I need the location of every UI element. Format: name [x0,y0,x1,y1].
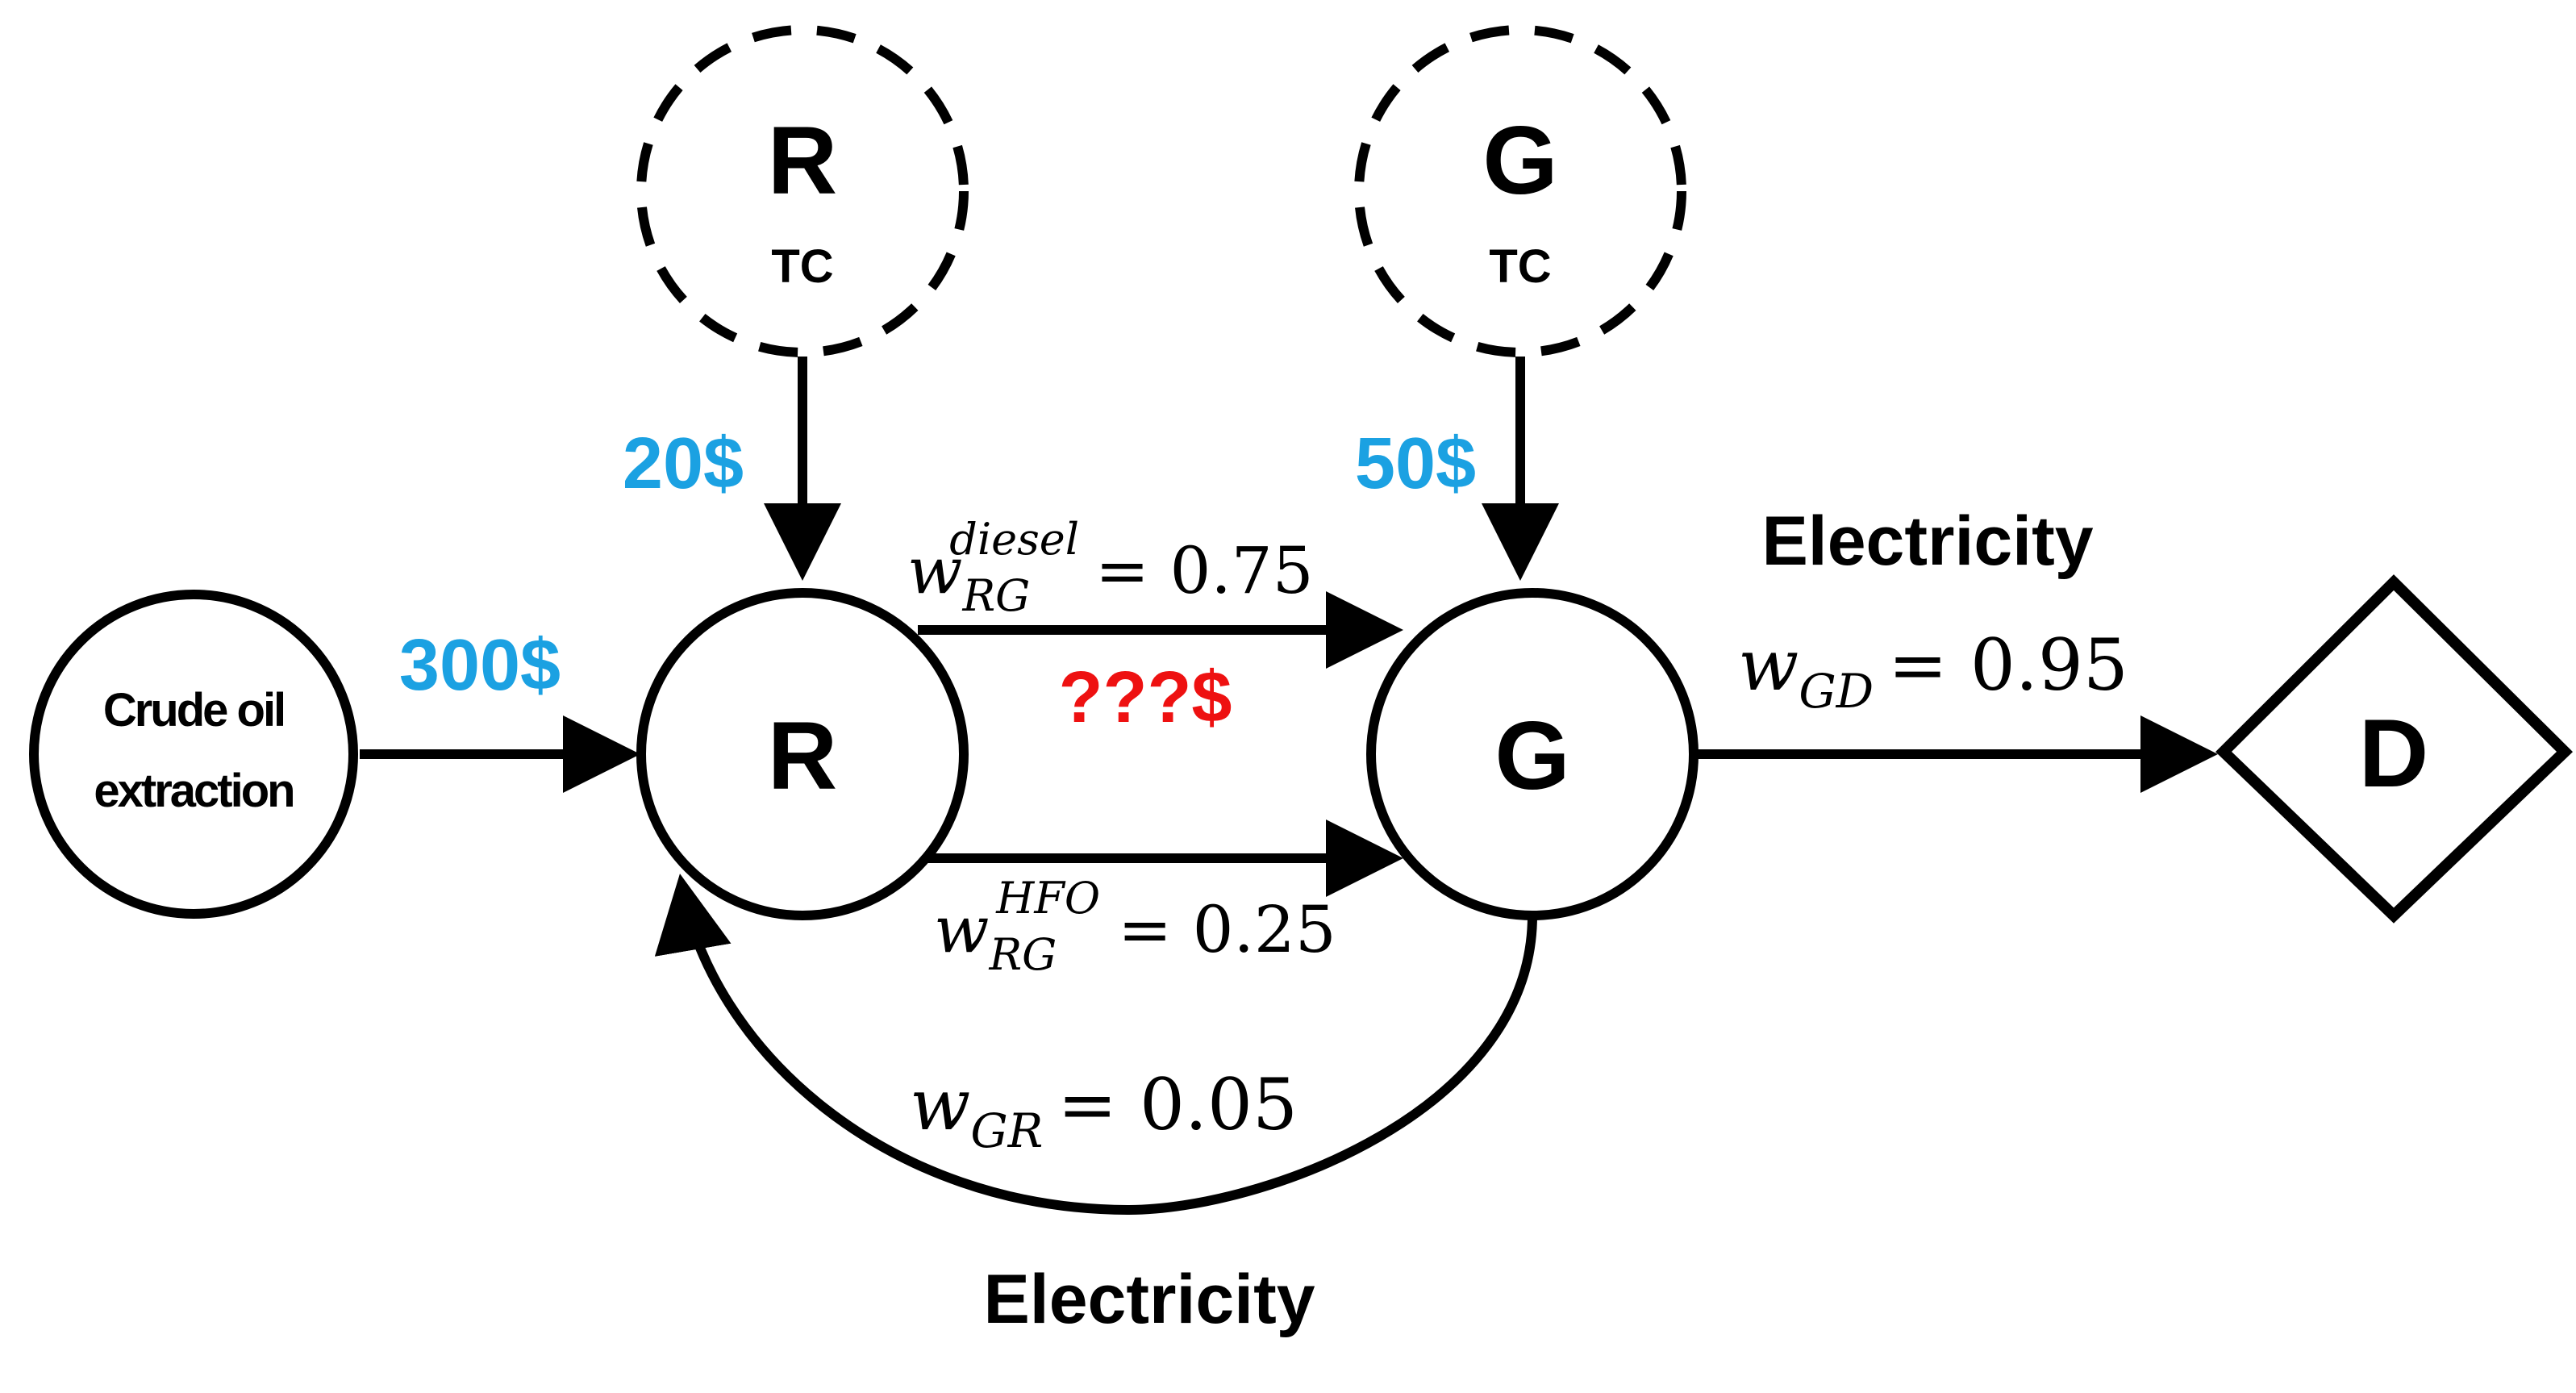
edge-g-to-r-feedback [654,874,1537,1216]
crude-label-line2: extraction [94,765,293,817]
d-label: D [2359,699,2429,807]
cost-r-to-g-unknown: ???$ [1059,657,1232,738]
node-r-tc: R TC [636,25,969,357]
cost-rtc-to-r: 20$ [623,423,744,504]
node-d: D [2215,574,2574,924]
crude-label-line1: Crude oil [103,684,284,736]
r-label: R [768,702,838,810]
g-tc-sublabel: TC [1489,240,1551,293]
g-tc-label: G [1482,106,1557,215]
weight-hfo: wRGHFO= 0.25 [934,873,1336,980]
r-tc-sublabel: TC [771,240,833,293]
cost-crude-to-r: 300$ [399,625,561,706]
weight-diesel: wRGdiesel= 0.75 [907,514,1314,621]
r-tc-label: R [768,106,838,215]
g-label: G [1494,702,1569,810]
node-g: G [1366,588,1699,920]
edge-label-electricity-gd: Electricity [1761,503,2093,580]
weight-gr: wGR= 0.05 [910,1063,1298,1158]
weight-gd: wGD= 0.95 [1738,624,2128,719]
cost-gtc-to-g: 50$ [1355,423,1476,504]
node-g-tc: G TC [1354,25,1686,357]
edge-label-electricity-gr: Electricity [983,1261,1315,1338]
node-crude-oil-extraction: Crude oil extraction [29,590,358,919]
node-r: R [636,588,969,920]
